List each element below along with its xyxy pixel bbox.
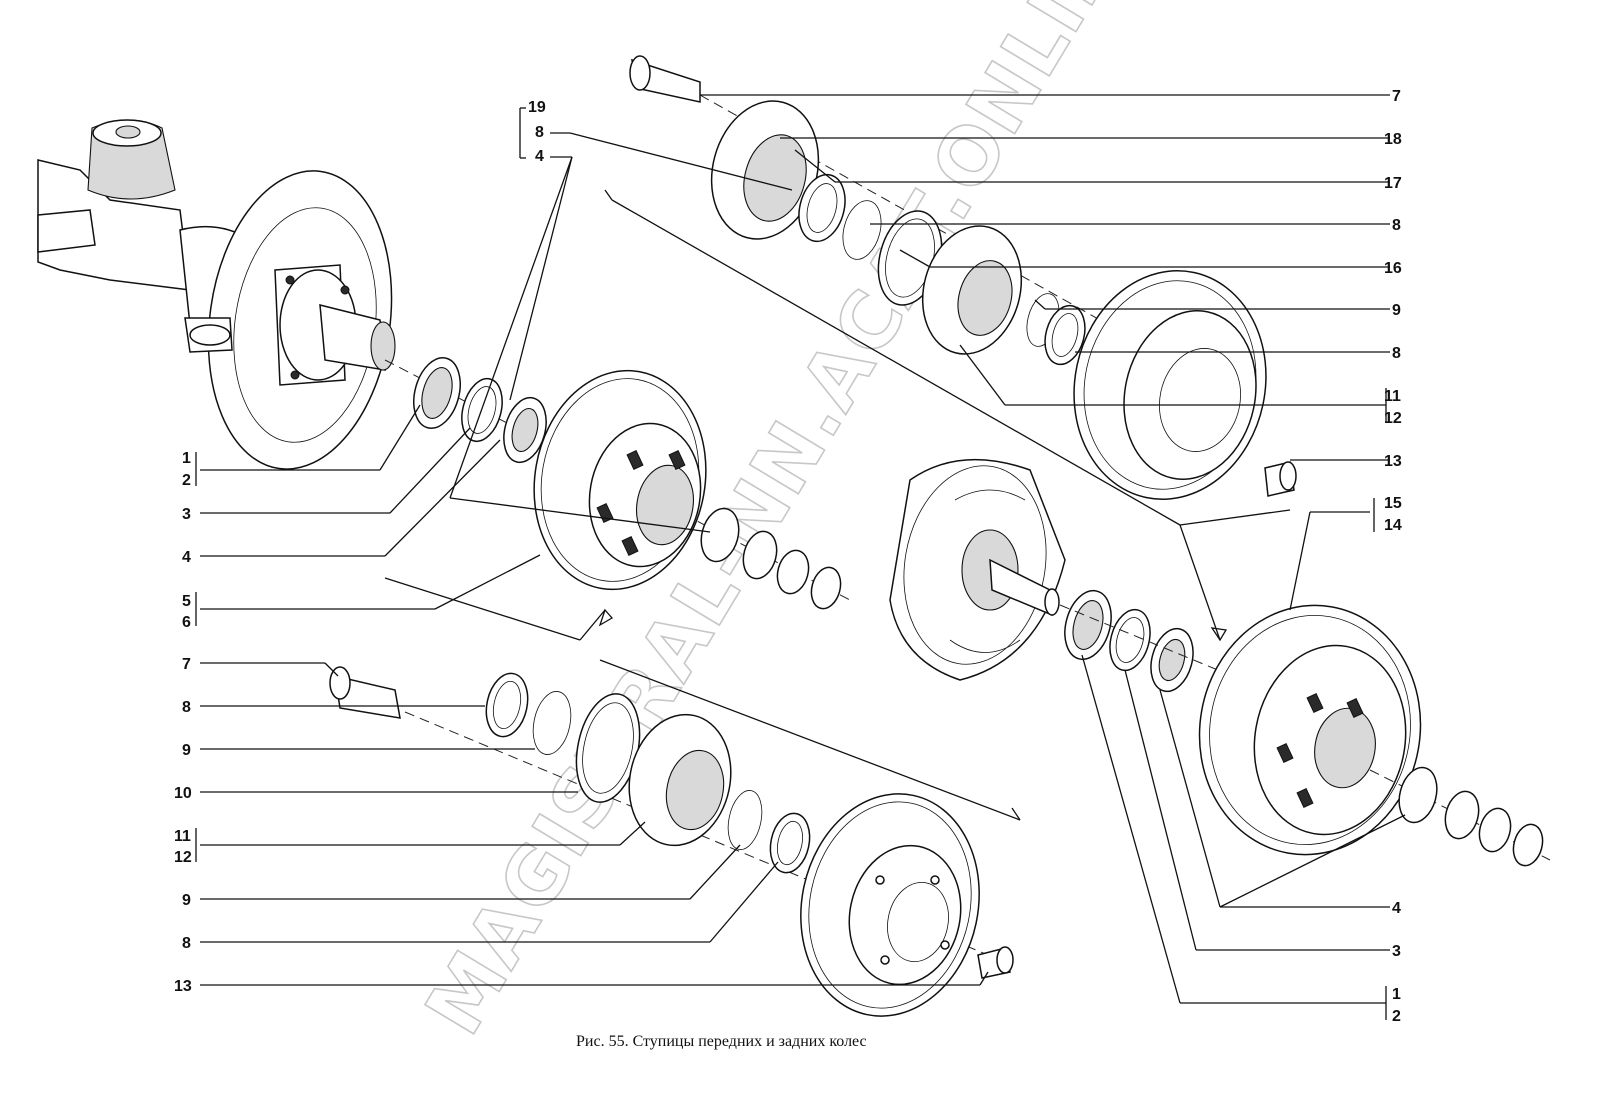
callout-label: 5 [182, 593, 191, 610]
callouts-right: 7 18 17 8 16 9 8 11 12 13 15 14 4 3 1 2 [1384, 88, 1402, 1025]
leader-lines [195, 94, 1406, 1020]
callout-label: 10 [174, 785, 192, 802]
callout-label: 7 [1392, 88, 1401, 105]
callout-label: 2 [1392, 1008, 1401, 1025]
front-brake-disc-lower [800, 793, 1014, 1017]
rear-brake-drum [1198, 604, 1551, 867]
callout-label: 15 [1384, 495, 1402, 512]
callout-label: 7 [182, 656, 191, 673]
callout-label: 1 [1392, 986, 1401, 1003]
front-seal-set-upper [413, 357, 547, 464]
callout-label: 2 [182, 472, 191, 489]
callout-label: 12 [1384, 410, 1402, 427]
callout-label: 8 [182, 699, 191, 716]
callout-label: 17 [1384, 175, 1402, 192]
callout-label: 14 [1384, 517, 1402, 534]
callout-label: 4 [1392, 900, 1401, 917]
callout-label: 4 [535, 148, 544, 165]
callout-label: 3 [182, 506, 191, 523]
callout-label: 6 [182, 614, 191, 631]
callout-label: 11 [174, 828, 191, 845]
callout-label: 1 [182, 450, 191, 467]
callout-label: 3 [1392, 943, 1401, 960]
callout-label: 16 [1384, 260, 1402, 277]
callout-label: 11 [1384, 388, 1401, 405]
rear-brake-backing-plate [889, 458, 1231, 693]
callout-label: 8 [1392, 217, 1401, 234]
callout-label: 4 [182, 549, 191, 566]
assembly-direction-lines [384, 189, 1291, 821]
callouts-top-group: 19 8 4 [528, 99, 546, 165]
front-axle-steering-knuckle [37, 119, 396, 470]
callout-label: 13 [1384, 453, 1402, 470]
callout-label: 8 [1392, 345, 1401, 362]
front-brake-disc-hub [533, 369, 842, 610]
callout-label: 8 [182, 935, 191, 952]
callout-label: 18 [1384, 131, 1402, 148]
front-hub-exploded [329, 666, 1001, 961]
figure-caption: Рис. 55. Ступицы передних и задних колес [576, 1033, 867, 1050]
callout-label: 9 [182, 742, 191, 759]
rear-hub-exploded [629, 55, 1101, 366]
callout-label: 9 [182, 892, 191, 909]
callout-label: 9 [1392, 302, 1401, 319]
callouts-left: 1 2 3 4 5 6 7 8 9 10 11 12 9 8 13 [174, 450, 192, 995]
callout-label: 19 [528, 99, 546, 116]
callout-label: 12 [174, 849, 192, 866]
callout-label: 13 [174, 978, 192, 995]
callout-label: 8 [535, 124, 544, 141]
rear-brake-drum-top [1073, 270, 1297, 500]
